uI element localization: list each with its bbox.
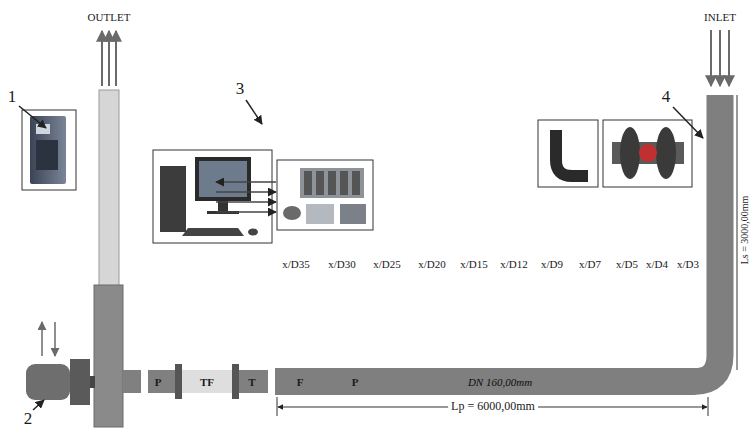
sensor-label: T — [248, 376, 255, 388]
station-label: x/D3 — [677, 258, 699, 270]
shaft — [90, 376, 95, 388]
flow-label: OUTLET — [88, 11, 131, 23]
station-label: x/D35 — [282, 258, 310, 270]
motor — [26, 364, 70, 400]
callout-number: 2 — [24, 410, 33, 429]
callout-leaders — [19, 100, 703, 410]
elbow-picture — [538, 120, 598, 187]
pipe-segment — [148, 370, 268, 393]
frequency-drive-picture — [22, 110, 76, 190]
station-label: x/D12 — [500, 258, 528, 270]
callout-number: 4 — [662, 88, 671, 107]
computer-picture — [153, 150, 272, 243]
drive-signal-arrows — [42, 322, 55, 356]
pipe-flange — [232, 364, 239, 399]
station-label: x/D25 — [373, 258, 401, 270]
acquisition-picture — [277, 160, 373, 230]
flange-valve-picture — [603, 120, 692, 187]
coupling — [70, 359, 90, 405]
outlet-arrows — [102, 31, 116, 86]
pipe-label: DN 160,00mm — [468, 376, 532, 388]
sensor-label: P — [155, 376, 162, 388]
station-label: x/D4 — [646, 258, 668, 270]
station-label: x/D9 — [541, 258, 563, 270]
sensor-label: F — [297, 376, 304, 388]
dimension-label: Ls = 3000,00mm — [739, 193, 750, 268]
pipe-segment — [123, 370, 141, 393]
station-label: x/D20 — [418, 258, 446, 270]
station-label: x/D30 — [328, 258, 356, 270]
fan-housing — [94, 285, 123, 427]
test-section — [182, 370, 232, 393]
main-pipe — [275, 95, 720, 382]
station-label: x/D5 — [616, 258, 638, 270]
station-label: x/D7 — [579, 258, 601, 270]
flow-label: INLET — [704, 11, 736, 23]
sensor-label: P — [352, 376, 359, 388]
outlet-stack — [99, 90, 119, 290]
dimension-line — [277, 397, 708, 416]
data-arrows — [216, 182, 276, 212]
callout-number: 1 — [8, 88, 17, 107]
sensor-label: TF — [200, 376, 214, 388]
dimension-label: Lp = 6000,00mm — [448, 400, 538, 413]
inlet-arrows — [711, 30, 729, 86]
callout-number: 3 — [236, 80, 245, 99]
pipe-flange — [175, 364, 182, 399]
station-label: x/D15 — [460, 258, 488, 270]
dimension-line — [737, 95, 738, 370]
